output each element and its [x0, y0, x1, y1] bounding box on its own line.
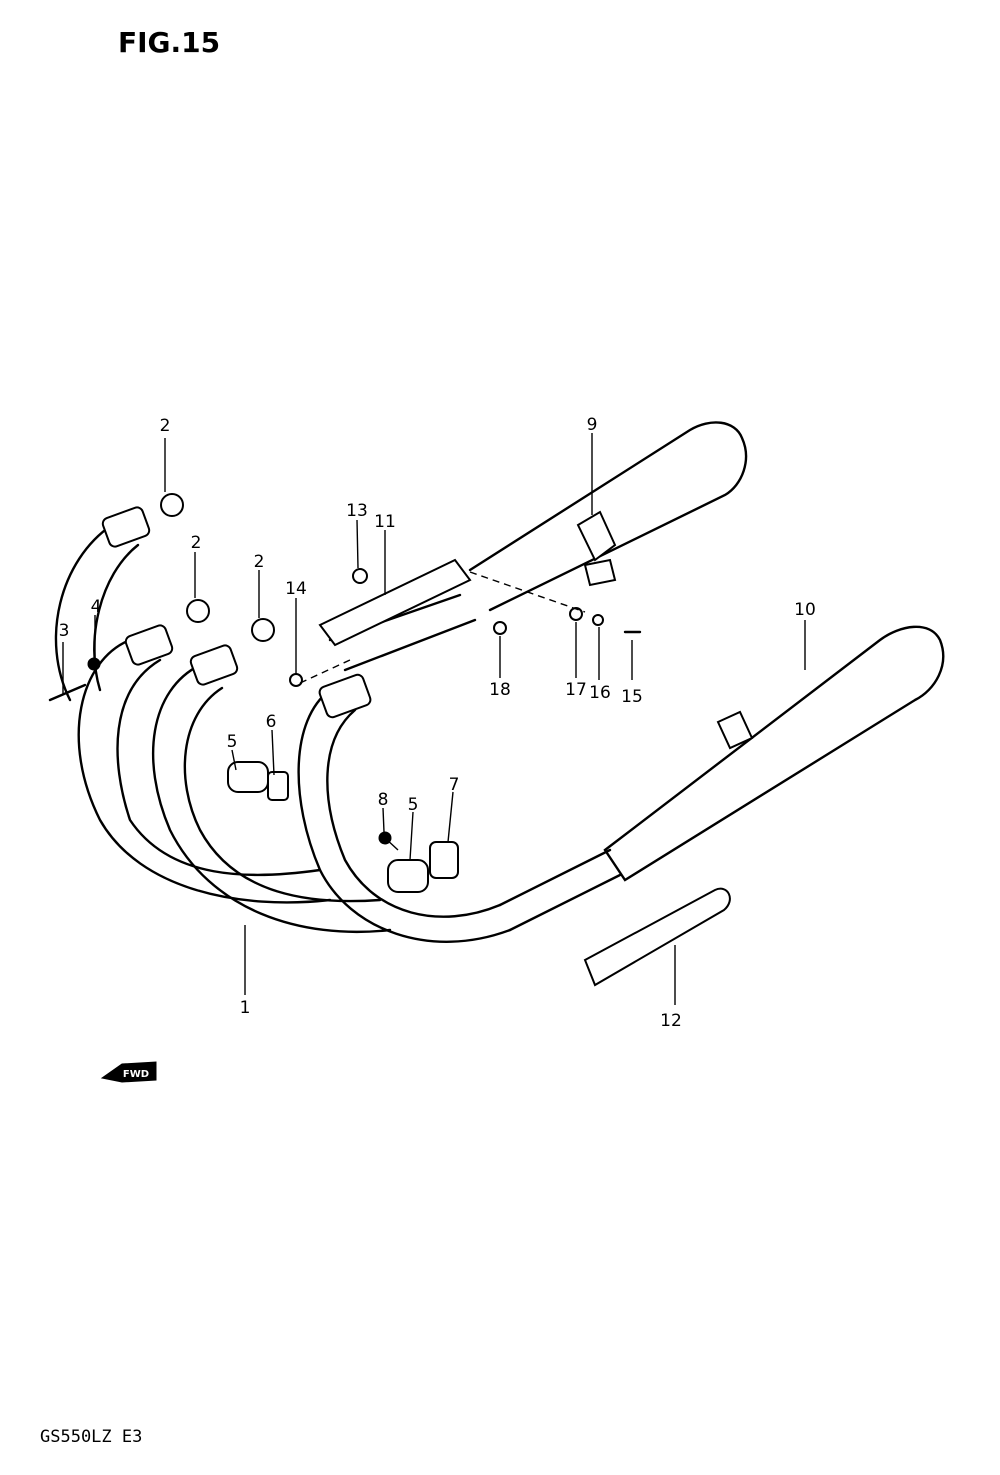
flange-1 — [101, 506, 151, 548]
callout-14: 14 — [285, 579, 307, 599]
callout-15: 15 — [621, 687, 643, 707]
callout-7: 7 — [449, 775, 460, 795]
forward-arrow-icon: FWD — [100, 1061, 157, 1083]
gasket-a — [160, 493, 184, 517]
callout-4: 4 — [91, 597, 102, 617]
muffler-bracket-upper — [576, 510, 617, 562]
washer-17 — [569, 607, 583, 621]
leader-5a — [231, 749, 237, 771]
gasket-b — [186, 599, 210, 623]
assembly-dashed-line-2 — [299, 659, 351, 684]
muffler-lower — [603, 625, 945, 882]
collector-pipe — [498, 848, 622, 932]
flange-3 — [189, 644, 239, 686]
callout-12: 12 — [660, 1011, 682, 1031]
callout-16: 16 — [589, 683, 611, 703]
muffler-bracket-lower — [716, 710, 754, 750]
forward-arrow-label: FWD — [123, 1069, 149, 1080]
figure-title: FIG.15 — [118, 26, 220, 59]
nut — [87, 657, 101, 671]
exhaust-pipe-1 — [54, 523, 140, 702]
bolt-13 — [352, 568, 368, 584]
callout-6: 6 — [266, 712, 277, 732]
leader-8 — [382, 807, 385, 833]
exhaust-pipe-2 — [152, 663, 392, 934]
crossover-pipe — [318, 558, 472, 647]
assembly-dashed-line — [469, 571, 586, 613]
callout-18: 18 — [489, 680, 511, 700]
clamp-6 — [267, 771, 289, 801]
gasket-c — [251, 618, 275, 642]
leader-5b — [409, 811, 414, 861]
callout-11: 11 — [374, 512, 396, 532]
callout-8: 8 — [378, 790, 389, 810]
clamp-7 — [429, 841, 459, 879]
connector-a — [227, 761, 269, 793]
washer-16 — [592, 614, 604, 626]
muffler-upper — [468, 421, 748, 612]
leader-lines — [62, 433, 806, 1005]
flange-2 — [124, 624, 174, 666]
callout-2: 2 — [254, 552, 265, 572]
callout-5: 5 — [408, 795, 419, 815]
nut-18 — [493, 621, 507, 635]
bolt-14 — [289, 673, 303, 687]
callout-17: 17 — [565, 680, 587, 700]
callout-5: 5 — [227, 732, 238, 752]
connector-b — [387, 859, 429, 893]
exhaust-pipe-3 — [297, 688, 512, 943]
flange-4 — [318, 673, 372, 719]
callout-10: 10 — [794, 600, 816, 620]
exhaust-assembly-drawing — [48, 421, 945, 987]
callout-labels: 1 2 2 2 3 4 5 5 6 7 8 9 10 11 12 13 14 1… — [59, 415, 816, 1031]
muffler-clamp-upper — [583, 558, 617, 587]
leader-7 — [447, 791, 454, 843]
bolt-8-shank — [384, 837, 399, 851]
callout-9: 9 — [587, 415, 598, 435]
stud-bolt — [48, 683, 87, 702]
callout-2: 2 — [160, 416, 171, 436]
exhaust-pipe-1-lower — [77, 638, 332, 904]
leader-6 — [271, 729, 275, 776]
callout-13: 13 — [346, 501, 368, 521]
cover-pipe-12 — [583, 887, 731, 987]
callout-3: 3 — [59, 621, 70, 641]
callout-1: 1 — [240, 998, 251, 1018]
callout-2: 2 — [191, 533, 202, 553]
model-code: GS550LZ E3 — [40, 1427, 142, 1447]
leader-13 — [356, 519, 359, 569]
